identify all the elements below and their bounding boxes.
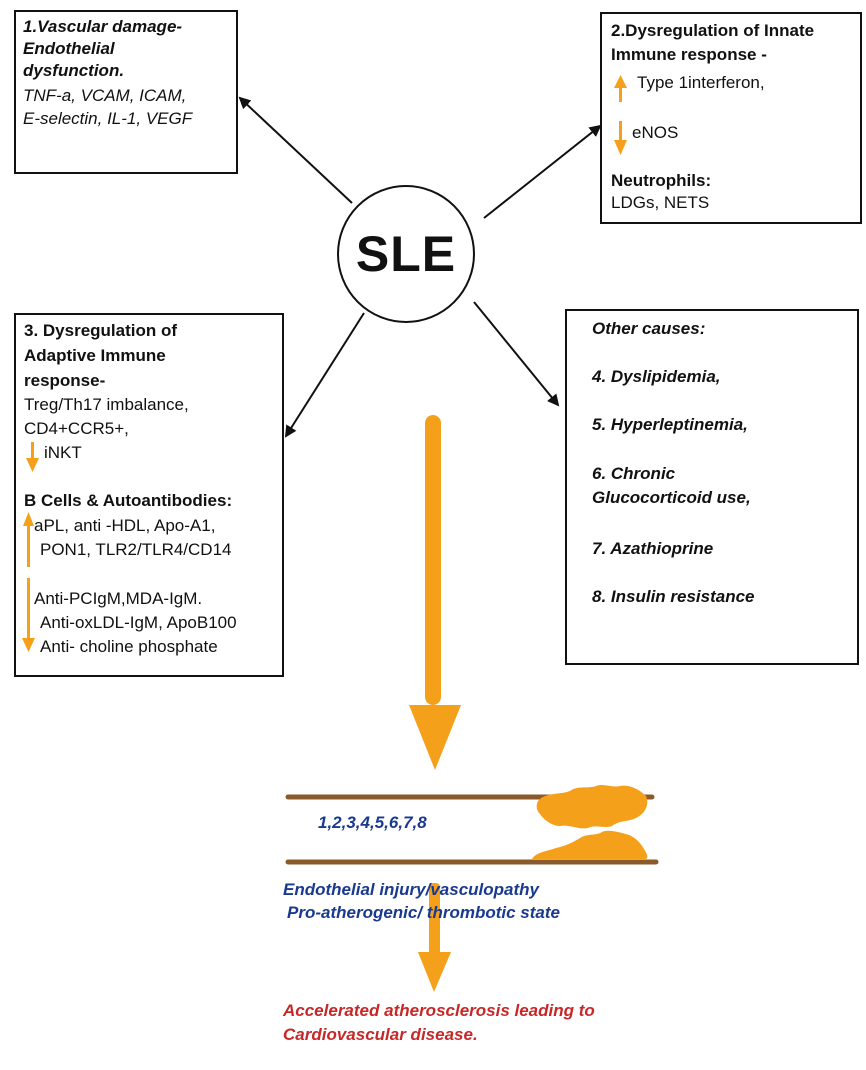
final-line-1: Accelerated atherosclerosis leading to (283, 1001, 595, 1020)
arrow-to-box3 (284, 312, 365, 438)
box-adaptive-immune (14, 313, 284, 677)
main-orange-arrow (409, 415, 461, 770)
plaque-top (536, 785, 648, 829)
box3-down-line-2: Anti-oxLDL-IgM, ApoB100 (40, 613, 237, 632)
box3-title-line-3: response- (24, 371, 106, 390)
vessel-label: 1,2,3,4,5,6,7,8 (318, 813, 427, 832)
sle-label: SLE (355, 226, 457, 282)
box4-item-3b: Glucocorticoid use, (592, 488, 751, 507)
box2-down-item: eNOS (632, 123, 679, 142)
box2-title-line-1: 2.Dysregulation of Innate (611, 21, 815, 40)
box3-up-line-1: aPL, anti -HDL, Apo-A1, (34, 516, 216, 535)
box2-up-item: Type 1interferon, (637, 73, 765, 92)
box4-item-1: 4. Dyslipidemia, (592, 367, 721, 386)
box3-title-line-2: Adaptive Immune (24, 346, 166, 365)
box3-bcells-title: B Cells & Autoantibodies: (24, 491, 233, 510)
box3-line-2: CD4+CCR5+, (24, 419, 129, 438)
arrow-to-box1 (238, 96, 353, 204)
small-orange-arrow (418, 883, 451, 992)
box4-item-4: 7. Azathioprine (592, 539, 714, 558)
box1-title-line-1: 1.Vascular damage- (23, 17, 183, 36)
box1-body-line-2: E-selectin, IL-1, VEGF (23, 109, 193, 128)
outcome-line-2: Pro-atherogenic/ thrombotic state (287, 903, 560, 922)
box3-down-line-1: Anti-PCIgM,MDA-IgM. (34, 589, 203, 608)
box1-title-line-3: dysfunction. (23, 61, 125, 80)
box3-up-line-2: PON1, TLR2/TLR4/CD14 (40, 540, 232, 559)
plaque-bottom (532, 830, 648, 859)
box2-title-line-2: Immune response - (611, 45, 767, 64)
box4-item-2: 5. Hyperleptinemia, (592, 415, 748, 434)
final-line-2: Cardiovascular disease. (283, 1025, 478, 1044)
sle-circle: SLE (337, 185, 475, 323)
box2-neutrophils-title: Neutrophils: (611, 171, 712, 190)
box3-down-line-3: Anti- choline phosphate (40, 637, 218, 656)
box3-line-1: Treg/Th17 imbalance, (24, 395, 189, 414)
box4-item-5: 8. Insulin resistance (592, 587, 755, 606)
box3-down-item: iNKT (44, 443, 82, 462)
box3-title-line-1: 3. Dysregulation of (24, 321, 178, 340)
vessel-illustration (285, 785, 659, 865)
arrow-to-box2 (483, 124, 602, 219)
box4-item-3a: 6. Chronic (592, 464, 676, 483)
box4-title: Other causes: (592, 319, 706, 338)
box2-neutrophils-body: LDGs, NETS (611, 193, 710, 212)
box-vascular-damage (14, 10, 238, 174)
box1-title-line-2: Endothelial (23, 39, 115, 58)
box1-body-line-1: TNF-a, VCAM, ICAM, (23, 86, 187, 105)
box-other-causes (565, 309, 859, 665)
box-innate-immune (600, 12, 862, 224)
arrow-to-box4 (473, 301, 560, 407)
outcome-line-1: Endothelial injury/vasculopathy (283, 880, 539, 899)
